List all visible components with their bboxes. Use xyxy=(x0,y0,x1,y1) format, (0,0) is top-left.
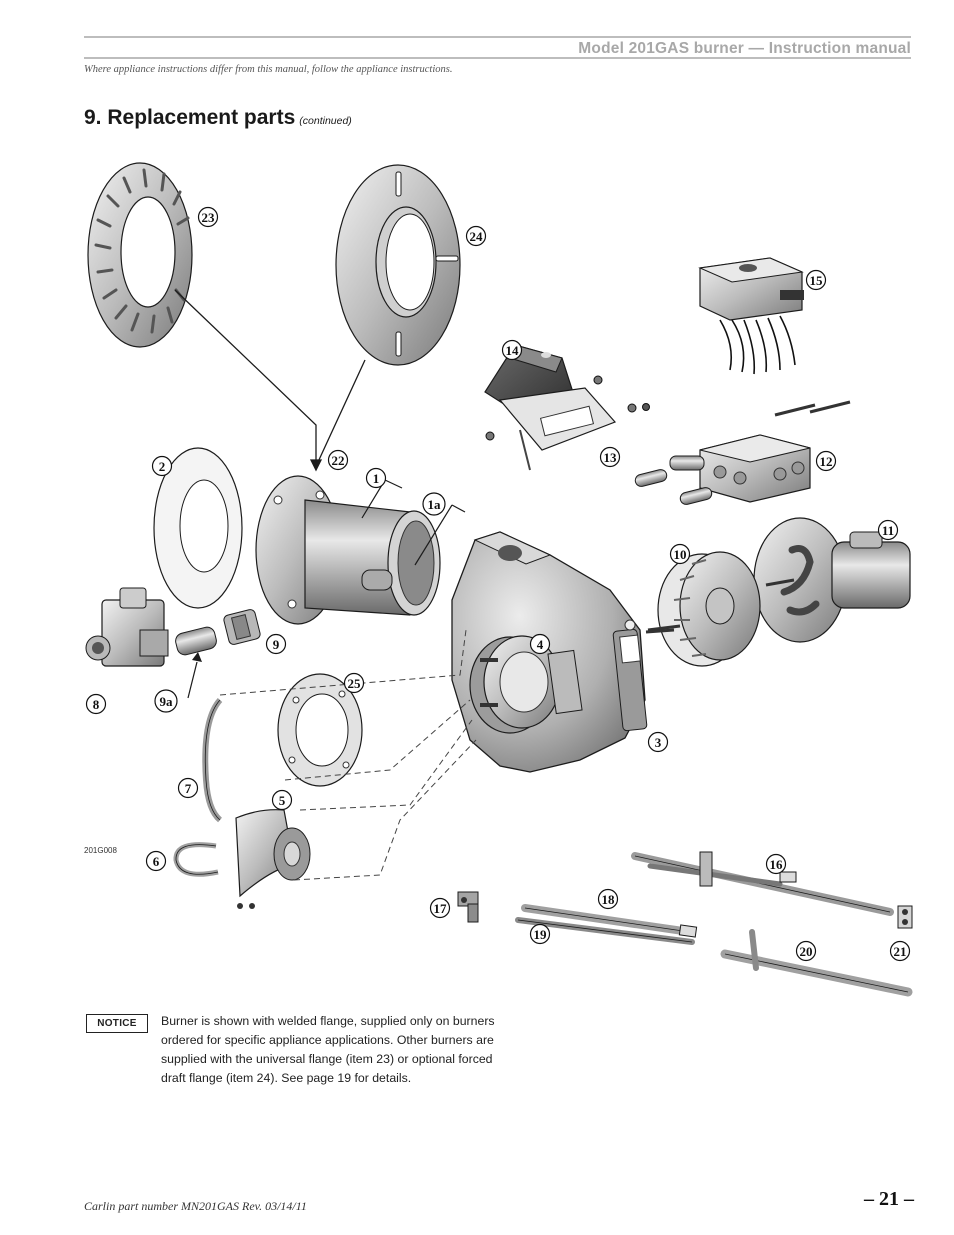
callout-9a: 9a xyxy=(154,689,178,713)
air-tube-1 xyxy=(304,499,441,616)
svg-text:16: 16 xyxy=(770,857,784,872)
svg-text:21: 21 xyxy=(894,944,907,959)
callout-24: 24 xyxy=(465,225,487,247)
callout-9: 9 xyxy=(265,633,287,655)
flame-rod-19 xyxy=(515,917,695,945)
svg-text:19: 19 xyxy=(534,927,548,942)
air-adjustment-assembly-4 xyxy=(469,635,583,734)
electrode-18 xyxy=(521,904,698,938)
callout-1a: 1a xyxy=(422,492,446,516)
header-rule-bottom xyxy=(84,57,911,59)
callout-2: 2 xyxy=(151,455,173,477)
svg-text:25: 25 xyxy=(348,676,362,691)
callout-18: 18 xyxy=(597,888,619,910)
footer-part-number: Carlin part number MN201GAS Rev. 03/14/1… xyxy=(84,1199,307,1213)
blower-wheel-10 xyxy=(647,551,761,667)
junction-box-12 xyxy=(634,400,851,505)
flange-leader-lines xyxy=(174,289,366,472)
notice-badge: NOTICE xyxy=(86,1014,148,1033)
gas-valve-8 xyxy=(85,587,169,667)
svg-text:3: 3 xyxy=(655,735,662,750)
gasket-2 xyxy=(153,447,243,609)
page-number: – 21 – xyxy=(864,1188,914,1210)
callout-14: 14 xyxy=(501,339,523,361)
callout-12: 12 xyxy=(815,450,837,472)
cover-5 xyxy=(235,809,311,909)
svg-text:14: 14 xyxy=(506,343,520,358)
svg-text:7: 7 xyxy=(185,781,192,796)
callout-13: 13 xyxy=(599,446,621,468)
svg-text:9a: 9a xyxy=(160,694,174,709)
gasket-25 xyxy=(277,673,363,787)
primary-control-15 xyxy=(698,257,804,375)
svg-text:10: 10 xyxy=(674,547,687,562)
callout-21: 21 xyxy=(889,940,911,962)
svg-text:5: 5 xyxy=(279,793,286,808)
section-heading: 9. Replacement parts(continued) xyxy=(84,106,352,130)
callout-25: 25 xyxy=(343,672,365,694)
section-title: 9. Replacement parts xyxy=(84,106,296,129)
pilot-assembly-16 xyxy=(631,851,894,916)
callout-17: 17 xyxy=(429,897,451,919)
svg-text:23: 23 xyxy=(202,210,216,225)
ignitor-base-plate-13 xyxy=(485,375,650,471)
union-fitting-9 xyxy=(223,609,261,645)
svg-text:15: 15 xyxy=(810,273,824,288)
svg-text:12: 12 xyxy=(820,454,833,469)
svg-text:24: 24 xyxy=(470,229,484,244)
assembly-dashed-lines xyxy=(219,629,477,881)
svg-text:9: 9 xyxy=(273,637,280,652)
section-continued: (continued) xyxy=(299,115,352,127)
svg-text:1: 1 xyxy=(373,471,380,486)
svg-text:17: 17 xyxy=(434,901,448,916)
svg-text:18: 18 xyxy=(602,892,616,907)
appliance-instructions-note: Where appliance instructions differ from… xyxy=(84,64,453,75)
manual-title: Model 201GAS burner — Instruction manual xyxy=(578,40,911,57)
callout-1: 1 xyxy=(365,467,387,489)
callout-19: 19 xyxy=(529,923,551,945)
callout-8: 8 xyxy=(85,693,107,715)
svg-text:13: 13 xyxy=(604,450,618,465)
callout-4: 4 xyxy=(529,633,551,655)
gas-tube-20 xyxy=(720,929,913,997)
callout-16: 16 xyxy=(765,853,787,875)
bracket-17 xyxy=(457,891,479,923)
callout-10: 10 xyxy=(669,543,691,565)
svg-text:4: 4 xyxy=(537,637,544,652)
universal-flange-23 xyxy=(87,162,193,348)
pilot-tube-7 xyxy=(202,697,223,823)
forced-draft-flange-24 xyxy=(335,164,461,366)
motor-11 xyxy=(753,517,911,643)
svg-text:2: 2 xyxy=(159,459,166,474)
svg-text:8: 8 xyxy=(93,697,100,712)
notice-text: Burner is shown with welded flange, supp… xyxy=(161,1014,495,1085)
bracket-21 xyxy=(897,905,913,929)
callout-7: 7 xyxy=(177,777,199,799)
callout-3: 3 xyxy=(647,731,669,753)
svg-text:11: 11 xyxy=(882,523,894,538)
callout-22: 22 xyxy=(327,449,349,471)
nipple-9a xyxy=(175,626,217,656)
callout-20: 20 xyxy=(795,940,817,962)
svg-text:6: 6 xyxy=(153,854,160,869)
svg-text:1a: 1a xyxy=(428,497,442,512)
header-rule-top xyxy=(84,36,911,38)
drawing-code: 201G008 xyxy=(84,846,117,855)
svg-text:20: 20 xyxy=(800,944,813,959)
callout-23: 23 xyxy=(197,206,219,228)
callout-5: 5 xyxy=(271,789,293,811)
svg-text:22: 22 xyxy=(332,453,345,468)
callout-6: 6 xyxy=(145,850,167,872)
callout-15: 15 xyxy=(805,269,827,291)
exploded-parts-diagram: 201G008 23 24 15 14 13 12 2 22 1 1a 11 1… xyxy=(84,162,913,997)
callout-11: 11 xyxy=(877,519,899,541)
